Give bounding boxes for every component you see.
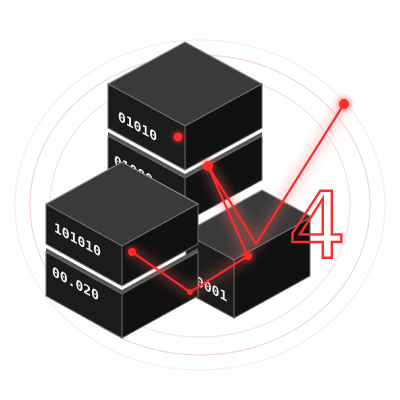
trend-arrow-icon — [128, 99, 349, 297]
block-left-lower — [45, 248, 199, 339]
block-top-upper — [106, 41, 264, 171]
red-dot-icon — [173, 132, 183, 142]
large-digit: 4 — [288, 173, 347, 280]
block-left-upper — [44, 161, 200, 287]
